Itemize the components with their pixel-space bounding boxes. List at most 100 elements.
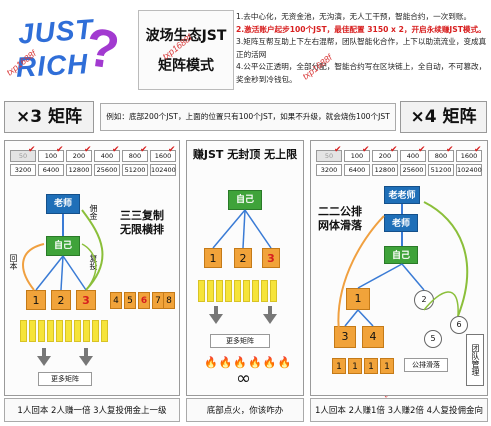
- mid-connectors: [212, 209, 272, 249]
- arrow-stem: [268, 306, 272, 314]
- left-connectors: [22, 209, 104, 291]
- circle-node: 6: [450, 316, 468, 334]
- tier-cell: 51200: [122, 164, 148, 176]
- arrow-stem: [84, 348, 88, 356]
- node-self: 自己: [228, 190, 262, 210]
- node-teacher: 老师: [46, 194, 80, 214]
- bar-group: [198, 280, 277, 302]
- label-reinvest: 复投: [89, 254, 98, 270]
- check-icon: ✔: [56, 145, 64, 155]
- arrow-stem: [42, 348, 46, 356]
- arrow-stem: [214, 306, 218, 314]
- label-commission: 佣金: [89, 204, 98, 220]
- check-icon: ✔: [112, 145, 120, 155]
- tier-cell: 3200: [316, 164, 342, 176]
- check-icon: ✔: [334, 145, 342, 155]
- check-icon: ✔: [362, 145, 370, 155]
- child-node: 1: [346, 288, 370, 310]
- bottom-node: 1: [364, 358, 378, 374]
- rules-list: 1.去中心化，无资金池，无沟演，无人工干预，智能合约，一次到账。 2.激活账户起…: [236, 11, 488, 87]
- tier-cell: 3200: [10, 164, 36, 176]
- infinity-symbol: ∞: [236, 368, 251, 389]
- rule-item-highlight: 2.激活账户起步100个JST，最佳配置 3150 x 2，开启永续赚JST模式…: [236, 24, 486, 34]
- extra-node: 8: [163, 292, 175, 309]
- check-icon: ✔: [390, 145, 398, 155]
- logo: JUST RICH ?: [4, 4, 134, 88]
- note-copy: 三三复制 无限横排: [120, 209, 164, 236]
- band-left-label: ×3 矩阵: [4, 101, 94, 133]
- caption-left: 1人回本 2人赚一倍 3人复投佣金上一级: [4, 398, 180, 422]
- more-matrix: 更多矩阵: [38, 372, 92, 386]
- tier-cell: 1600: [150, 150, 176, 162]
- child-node: 4: [362, 326, 384, 348]
- caption-right: 1人回本 2人赚1倍 3人赚2倍 4人复投佣金向上: [310, 398, 488, 422]
- tier-cell: 400: [400, 150, 426, 162]
- tier-cell: 102400: [456, 164, 482, 176]
- extra-node: 5: [124, 292, 136, 309]
- fire-icon: 🔥🔥🔥🔥🔥🔥: [204, 356, 293, 369]
- title-box: 波场生态JST 矩阵模式: [138, 10, 234, 90]
- right-connectors: [337, 201, 469, 341]
- child-node: 2: [234, 248, 252, 268]
- check-icon: ✔: [474, 145, 482, 155]
- page-title: 波场生态JST: [145, 28, 227, 44]
- tier-cell: 800: [122, 150, 148, 162]
- check-icon: ✔: [446, 145, 454, 155]
- tier-cell: 400: [94, 150, 120, 162]
- down-arrow-icon: [37, 356, 51, 366]
- child-node: 3: [76, 290, 96, 310]
- check-icon: ✔: [168, 145, 176, 155]
- check-icon: ✔: [84, 145, 92, 155]
- node-teacher: 老师: [384, 214, 418, 232]
- tier-cell: 6400: [38, 164, 64, 176]
- tier-cell: 100: [38, 150, 64, 162]
- rule-item: 3.矩阵互帮互助上下左右混帮，团队智能化合作，上下以助流流业，变成真正的活网: [236, 37, 487, 59]
- logo-mark: ?: [81, 16, 124, 82]
- check-icon: ✔: [140, 145, 148, 155]
- check-icon: ✔: [418, 145, 426, 155]
- tier-cell: 25600: [400, 164, 426, 176]
- page-subtitle: 矩阵模式: [158, 58, 214, 74]
- tier-cell: 6400: [344, 164, 370, 176]
- tier-cell: 800: [428, 150, 454, 162]
- tier-cell: 50: [10, 150, 36, 162]
- unlimited-panel: [186, 140, 304, 396]
- caption-mid: 底部点火，你该咋办: [186, 398, 304, 422]
- team-management-label: 团队管理: [466, 334, 484, 386]
- tier-cell: 200: [372, 150, 398, 162]
- down-arrow-icon: [263, 314, 277, 324]
- child-node: 1: [204, 248, 222, 268]
- rule-item: 4.公平公正透明，全部分配，智能合约写在区块链上，全自动，不可篡改，奖金秒到冷钱…: [236, 62, 487, 84]
- logo-line1: JUST: [16, 13, 95, 50]
- child-node: 2: [51, 290, 71, 310]
- mid-panel-title: 赚JST 无封顶 无上限: [192, 148, 298, 161]
- bottom-node: 1: [348, 358, 362, 374]
- bottom-node: 1: [380, 358, 394, 374]
- tier-cell: 100: [344, 150, 370, 162]
- matrix-x3-panel: [4, 140, 180, 396]
- extra-node: 6: [138, 292, 150, 309]
- tier-cell: 12800: [372, 164, 398, 176]
- down-arrow-icon: [79, 356, 93, 366]
- more-matrix: 更多矩阵: [210, 334, 270, 348]
- tier-cell: 25600: [94, 164, 120, 176]
- public-slide-label: 公排滑落: [404, 358, 448, 372]
- child-node: 1: [26, 290, 46, 310]
- circle-node: 5: [424, 330, 442, 348]
- tier-cell: 50: [316, 150, 342, 162]
- extra-node: 4: [110, 292, 122, 309]
- bar-group: [20, 320, 108, 342]
- child-node: 3: [262, 248, 280, 268]
- matrix-x4-panel: [310, 140, 488, 396]
- node-self: 自己: [384, 246, 418, 264]
- tier-cell: 1600: [456, 150, 482, 162]
- example-text: 例如：底部200个JST，上面的位置只有100个JST，如果不升级，就会烧伤10…: [100, 103, 396, 131]
- rule-item: 1.去中心化，无资金池，无沟演，无人工干预，智能合约，一次到账。: [236, 12, 472, 21]
- bottom-node: 1: [332, 358, 346, 374]
- tier-cell: 51200: [428, 164, 454, 176]
- tier-cell: 200: [66, 150, 92, 162]
- tier-cell: 102400: [150, 164, 176, 176]
- check-icon: ✔: [28, 145, 36, 155]
- node-self: 自己: [46, 236, 80, 256]
- node-grand-teacher: 老老师: [384, 186, 420, 204]
